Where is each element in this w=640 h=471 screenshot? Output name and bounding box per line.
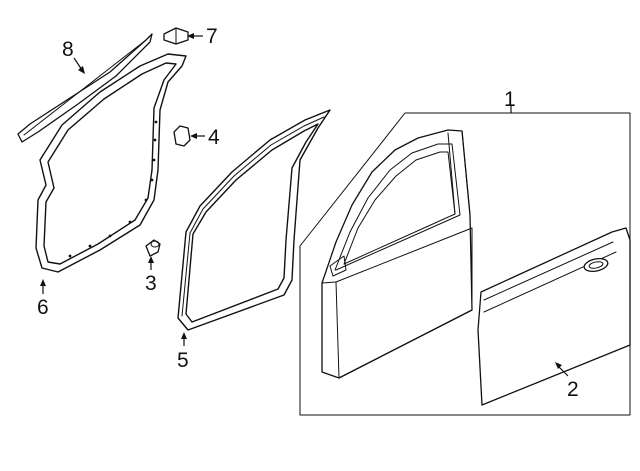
callout-1: 1	[504, 88, 516, 111]
callout-labels: 1 2 3 4 5 6 7 8	[37, 25, 579, 401]
bumper-part	[145, 239, 161, 257]
callout-2: 2	[567, 378, 579, 401]
leader-2	[557, 365, 569, 377]
callout-6: 6	[37, 296, 49, 319]
body-weatherstrip	[35, 53, 187, 273]
callout-7: 7	[206, 25, 218, 48]
door-assembly-frame	[299, 112, 631, 416]
callout-3: 3	[145, 272, 157, 295]
callout-4: 4	[208, 126, 220, 149]
callout-8: 8	[62, 38, 74, 61]
clip-part	[163, 27, 189, 45]
roof-molding	[17, 33, 153, 143]
door-weatherstrip	[177, 109, 331, 331]
clip-dots	[68, 120, 158, 258]
callout-5: 5	[177, 349, 189, 372]
plug-part	[173, 125, 191, 147]
door-outer-panel	[477, 227, 631, 406]
leader-lines	[40, 33, 569, 377]
door-shell	[321, 129, 473, 379]
